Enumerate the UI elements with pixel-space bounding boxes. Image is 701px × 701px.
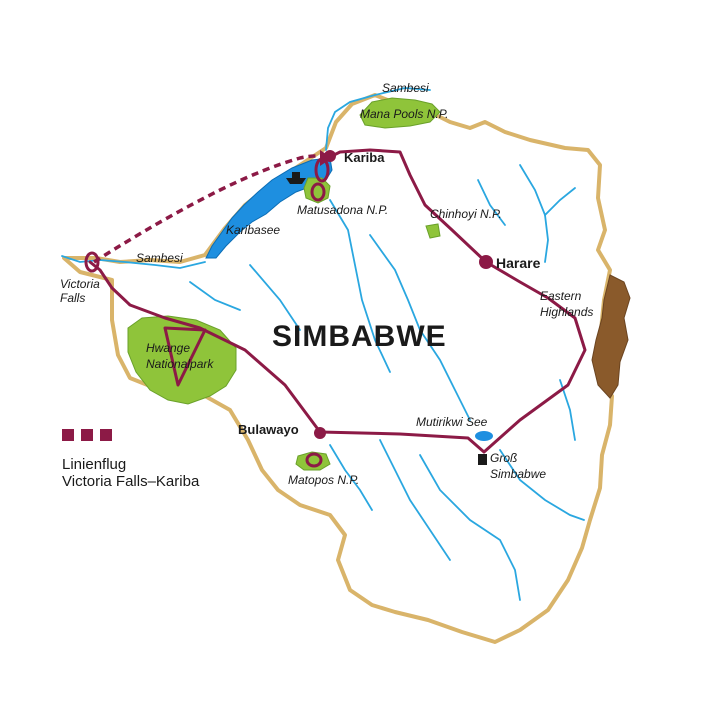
river: [249, 264, 301, 331]
river: [329, 444, 373, 511]
sambesi-west-label: Sambesi: [136, 251, 183, 265]
river: [379, 439, 451, 561]
eastern-highlands-label-line1: Eastern: [540, 289, 582, 303]
gross-simbabwe-label-line1: Groß: [490, 451, 517, 465]
kariba-loop: [314, 157, 330, 183]
sambesi-river: [325, 87, 431, 151]
flight-route: [93, 154, 331, 264]
bulawayo-label: Bulawayo: [238, 422, 299, 437]
chinhoyi-park: [425, 223, 441, 239]
legend-line1: Linienflug: [62, 456, 127, 473]
country-title: SIMBABWE: [272, 320, 447, 353]
boat-icon: [286, 172, 306, 184]
victoria-falls-label-line1: Victoria: [60, 277, 100, 291]
flight-legend-text: Linienflug Victoria Falls–Kariba: [62, 456, 199, 490]
karibasee-label: Karibasee: [226, 223, 280, 237]
victoria-falls-loop: [84, 251, 100, 273]
river: [419, 454, 521, 601]
mutirikwi-lake: [475, 431, 493, 441]
hwange-park: [127, 315, 237, 405]
sambesi-label: Sambesi: [382, 81, 429, 95]
legend: Linienflug Victoria Falls–Kariba: [62, 428, 199, 490]
gross-simbabwe-marker: [478, 454, 487, 465]
sambesi-river-west: [61, 255, 206, 269]
river: [369, 234, 471, 421]
eastern-highlands-relief: [591, 274, 631, 399]
legend-line2: Victoria Falls–Kariba: [62, 473, 200, 490]
river: [519, 164, 576, 217]
flight-legend-symbol: [62, 428, 199, 446]
matusadona-label: Matusadona N.P.: [297, 203, 388, 217]
victoria-falls-label-line2: Falls: [60, 291, 85, 305]
country-border: [62, 93, 614, 644]
mana-pools-label: Mana Pools N.P.: [360, 107, 449, 121]
hwange-loop: [163, 326, 207, 387]
river: [499, 449, 585, 521]
harare-label: Harare: [496, 255, 541, 271]
bulawayo-marker: [314, 427, 326, 439]
harare-marker: [479, 255, 493, 269]
matopos-label: Matopos N.P.: [288, 473, 359, 487]
river: [329, 199, 391, 373]
river: [189, 281, 241, 311]
matusadona-loop: [310, 182, 326, 202]
river: [544, 214, 549, 263]
kariba-label: Kariba: [344, 150, 385, 165]
chinhoyi-label: Chinhoyi N.P.: [430, 207, 502, 221]
gross-simbabwe-label-line2: Simbabwe: [490, 467, 546, 481]
matopos-loop: [305, 452, 323, 468]
eastern-highlands-label-line2: Highlands: [540, 305, 593, 319]
hwange-label-line2: Nationalpark: [146, 357, 214, 371]
rivers: [61, 87, 585, 601]
mutirikwi-label: Mutirikwi See: [416, 415, 488, 429]
hwange-label-line1: Hwange: [146, 341, 190, 355]
mana-pools-park: [359, 97, 441, 129]
kariba-marker: [324, 150, 336, 162]
overland-route: [84, 148, 587, 468]
river: [477, 179, 506, 226]
